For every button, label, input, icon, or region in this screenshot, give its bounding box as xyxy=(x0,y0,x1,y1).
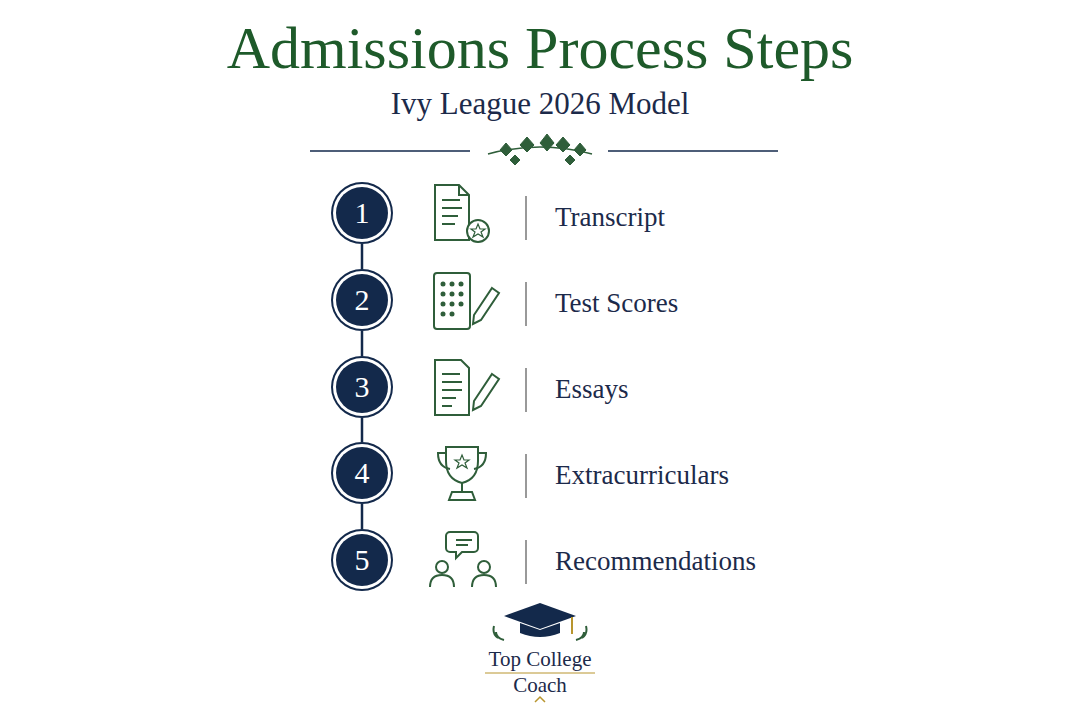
step-circle: 2 xyxy=(336,274,388,326)
step-label: Test Scores xyxy=(555,289,678,319)
connector-line xyxy=(362,418,363,442)
step-number: 2 xyxy=(355,285,370,315)
separators xyxy=(525,196,526,584)
step-label: Recommendations xyxy=(555,547,756,577)
step-label: Essays xyxy=(555,375,629,405)
step-number: 3 xyxy=(355,372,370,402)
step-number: 5 xyxy=(355,545,370,575)
connector-line xyxy=(362,331,363,356)
subtitle: Ivy League 2026 Model xyxy=(391,87,690,121)
step-circle: 5 xyxy=(336,534,388,586)
step-label: Extracurriculars xyxy=(555,461,729,491)
connector-line xyxy=(362,244,363,269)
logo-text: Top College xyxy=(489,648,592,671)
title: Admissions Process Steps xyxy=(227,18,854,78)
step-circle: 1 xyxy=(336,187,388,239)
step-label: Transcript xyxy=(555,203,665,233)
step-circle: 4 xyxy=(336,447,388,499)
logo-cap xyxy=(485,603,595,702)
connector-line xyxy=(362,504,363,529)
step-number: 1 xyxy=(355,198,370,228)
step-icons xyxy=(430,185,499,587)
step-circle: 3 xyxy=(336,361,388,413)
logo-text: Coach xyxy=(513,674,567,697)
ivy-ornament xyxy=(488,134,592,165)
divider xyxy=(310,150,778,152)
step-number: 4 xyxy=(355,458,370,488)
